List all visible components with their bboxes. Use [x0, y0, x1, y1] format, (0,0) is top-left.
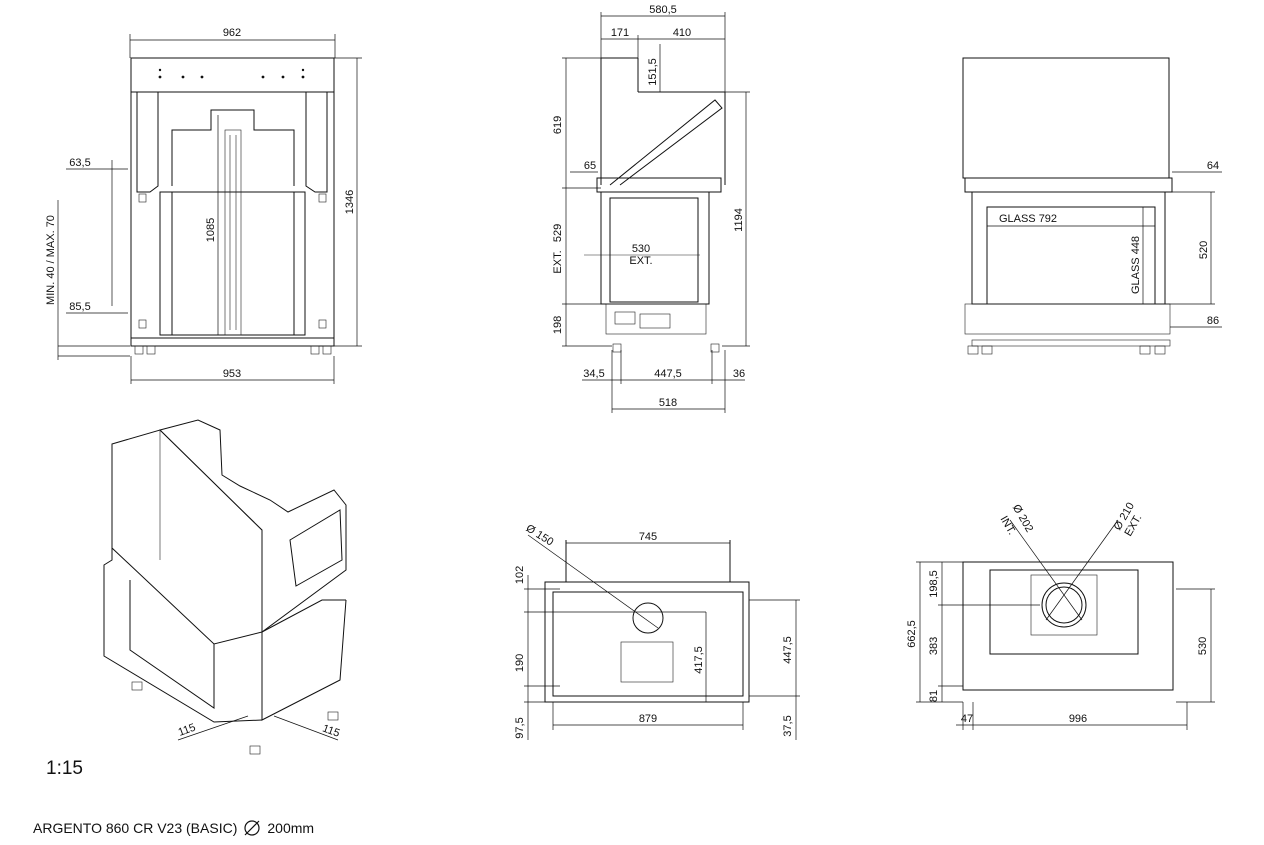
front-side-bottom: 85,5 — [69, 301, 90, 313]
front-width-bottom: 953 — [223, 368, 241, 380]
front-width-top: 962 — [223, 27, 241, 39]
side-depth-back: 410 — [673, 27, 691, 39]
front-side-top: 63,5 — [69, 157, 90, 169]
side-foot-right: 36 — [733, 368, 745, 380]
top-depth-low: 81 — [928, 690, 940, 702]
side-foot-span: 447,5 — [654, 368, 682, 380]
top-depth-total: 662,5 — [906, 620, 918, 648]
side-upper-height: 619 — [552, 116, 564, 134]
right-glass-width: GLASS 792 — [999, 213, 1057, 225]
right-opening-height: 520 — [1198, 241, 1210, 259]
diameter-symbol-icon — [244, 820, 260, 836]
right-top-step: 64 — [1207, 160, 1219, 172]
top-width-total: 996 — [1069, 713, 1087, 725]
top-depth-mid: 383 — [928, 637, 940, 655]
top-offset-left: 47 — [961, 713, 973, 725]
drawing-scale: 1:15 — [46, 758, 83, 779]
front-height-total: 1346 — [344, 190, 356, 214]
right-base-height: 86 — [1207, 315, 1219, 327]
top-diam-inner-label: INT. — [998, 514, 1018, 537]
side-base-depth: 518 — [659, 397, 677, 409]
side-top-offset: 151,5 — [647, 58, 659, 86]
iso-leg-right: 115 — [321, 723, 342, 740]
bottom-width-bottom: 879 — [639, 713, 657, 725]
side-opening-width: 530 — [632, 243, 650, 255]
side-total-height: 1194 — [733, 208, 745, 232]
right-view: GLASS 792 GLASS 448 64 520 86 — [962, 57, 1222, 355]
side-foot-left: 34,5 — [583, 368, 604, 380]
top-view: Ø 202 INT. Ø 210 EXT. 662,5 198,5 383 81… — [906, 501, 1215, 730]
top-depth-top: 198,5 — [928, 570, 940, 598]
front-inner-height: 1085 — [205, 218, 217, 242]
bottom-left-low: 97,5 — [514, 717, 526, 738]
top-right-height: 530 — [1197, 637, 1209, 655]
bottom-left-mid: 190 — [514, 654, 526, 672]
bottom-duct-diameter: Ø 150 — [524, 522, 556, 548]
drawing-title-row: ARGENTO 860 CR V23 (BASIC) 200mm — [33, 819, 314, 837]
bottom-total-depth: 447,5 — [782, 636, 794, 664]
side-lip: 65 — [584, 160, 596, 172]
side-depth-front: 171 — [611, 27, 629, 39]
drawing-diameter: 200mm — [267, 820, 315, 836]
bottom-view: 745 Ø 150 102 190 97,5 417,5 447,5 37,5 … — [514, 522, 800, 740]
front-top-dots — [158, 68, 305, 79]
side-opening-ext: EXT. — [629, 255, 652, 267]
front-feet-range: MIN. 40 / MAX. 70 — [45, 215, 57, 305]
front-view: 962 1085 13 — [45, 27, 362, 384]
side-glass-height: 529 — [552, 224, 564, 242]
side-base-height: 198 — [552, 316, 564, 334]
bottom-left-upper: 102 — [514, 566, 526, 584]
right-glass-height: GLASS 448 — [1130, 236, 1142, 294]
iso-view: 115 115 — [103, 419, 347, 755]
iso-leg-left: 115 — [177, 722, 198, 739]
drawing-title: ARGENTO 860 CR V23 (BASIC) — [33, 820, 238, 836]
bottom-right-low: 37,5 — [782, 715, 794, 736]
side-depth-total: 580,5 — [649, 4, 677, 16]
side-view: 580,5 171 410 151,5 619 EXT. 529 198 65 … — [552, 4, 750, 413]
side-ext-label: EXT. — [552, 250, 564, 273]
bottom-inner-depth: 417,5 — [693, 646, 705, 674]
bottom-width-top: 745 — [639, 531, 657, 543]
